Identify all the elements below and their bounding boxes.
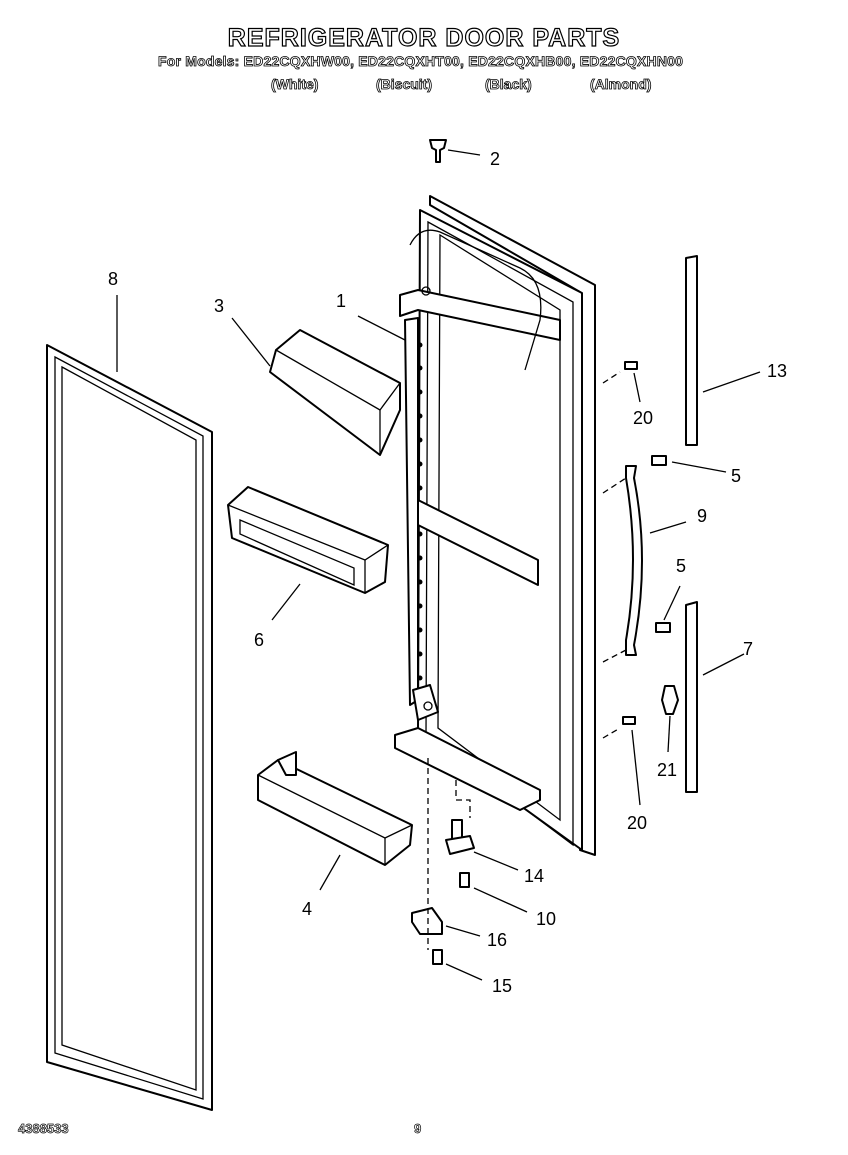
screw-5-top: [651, 455, 667, 466]
callout-13: 13: [767, 361, 787, 381]
callout-20-top: 20: [633, 408, 653, 428]
callout-16: 16: [487, 930, 507, 950]
leader-lines: [116, 149, 761, 981]
part-7-trim-strip: [685, 601, 698, 793]
part-4-door-shelf: [257, 751, 413, 866]
part-6-door-bin: [227, 486, 389, 594]
callout-14: 14: [524, 866, 544, 886]
callout-labels: 2 1 3 8 6 4 13 20 5 9 5 7 21 20 14 10 16…: [108, 149, 787, 996]
document-number: 4388533: [18, 1121, 69, 1137]
part-16-hinge-bushing: [411, 907, 443, 935]
shelf-slot-holes: [417, 342, 423, 681]
part-1-door-assembly: [394, 195, 596, 856]
part-9-handle: [625, 465, 643, 656]
color-almond: (Almond): [590, 76, 652, 93]
part-13-trim-strip: [685, 255, 698, 446]
alignment-lines: [427, 371, 627, 950]
part-8-gasket: [46, 344, 213, 1111]
callout-20-bottom: 20: [627, 813, 647, 833]
screw-20-top: [624, 361, 638, 370]
part-14-hinge-bracket: [445, 819, 475, 855]
callout-7: 7: [743, 639, 753, 659]
page-number: 9: [414, 1121, 422, 1137]
screw-20-bottom: [622, 716, 636, 725]
callout-2: 2: [490, 149, 500, 169]
small-screws: [432, 361, 671, 965]
diagram-title: REFRIGERATOR DOOR PARTS: [227, 23, 621, 52]
callout-8: 8: [108, 269, 118, 289]
screw-15: [432, 949, 443, 965]
color-black: (Black): [485, 76, 532, 93]
part-21-clip: [661, 685, 679, 715]
screw-10: [459, 872, 470, 888]
callout-10: 10: [536, 909, 556, 929]
callout-1: 1: [336, 291, 346, 311]
callout-15: 15: [492, 976, 512, 996]
callout-5-top: 5: [731, 466, 741, 486]
callout-6: 6: [254, 630, 264, 650]
callout-9: 9: [697, 506, 707, 526]
color-white: (White): [271, 76, 319, 93]
callout-21: 21: [657, 760, 677, 780]
part-2-screw: [429, 139, 447, 163]
color-biscuit: (Biscuit): [376, 76, 433, 93]
screw-5-bottom: [655, 622, 671, 633]
callout-3: 3: [214, 296, 224, 316]
part-3-dairy-door: [269, 329, 401, 456]
callout-4: 4: [302, 899, 312, 919]
models-line: For Models: ED22CQXHW00, ED22CQXHT00, ED…: [158, 53, 684, 70]
callout-5-bottom: 5: [676, 556, 686, 576]
